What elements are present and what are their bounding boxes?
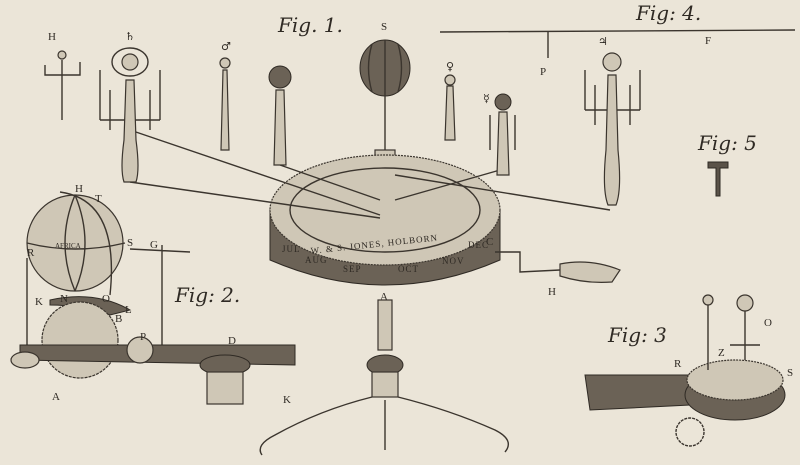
venus-symbol: ♀	[446, 60, 454, 73]
fig1-sun: S	[359, 21, 411, 160]
fig4-title: Fig: 4.	[635, 1, 701, 25]
fig2-label-p: P	[140, 331, 146, 343]
saturn-symbol: ♄	[125, 30, 135, 43]
fig2-label-h: H	[75, 183, 83, 195]
fig2-label-b: B	[115, 313, 122, 325]
sun-label: S	[381, 21, 387, 33]
fig1-jupiter: ♃	[584, 35, 641, 206]
fig2-label-s: S	[127, 237, 133, 249]
fig1-venus: ♀	[444, 60, 456, 141]
mercury-symbol: ☿	[483, 92, 490, 105]
month-oct: OCT	[398, 264, 419, 274]
month-jul: JUL	[282, 244, 301, 254]
fig3-title: Fig: 3	[607, 323, 667, 347]
fig2-label-g: G	[150, 239, 158, 251]
fig3-label-s: S	[787, 367, 793, 379]
fig4-label-p: P	[540, 66, 546, 78]
label-h-left: H	[48, 31, 56, 43]
fig3-label-z: Z	[718, 347, 725, 359]
fig1-pedestal	[259, 299, 509, 456]
fig2-label-k2: K	[283, 394, 291, 406]
month-dec: DEC	[468, 240, 489, 250]
fig3: Fig: 3 R Z O S	[584, 294, 793, 447]
fig1-saturn: ♄	[99, 30, 161, 183]
fig2-label-a: A	[52, 391, 60, 403]
fig4: Fig: 4. P F	[439, 1, 796, 78]
label-a: A	[380, 291, 388, 303]
globe-africa: AFRICA	[55, 242, 81, 250]
fig2-label-t: T	[95, 193, 102, 205]
month-sep: SEP	[343, 264, 362, 274]
mars-symbol: ♂	[221, 40, 231, 53]
fig2-label-r: R	[27, 247, 35, 259]
fig2-label-k: K	[35, 296, 43, 308]
jupiter-symbol: ♃	[598, 35, 608, 48]
month-nov: NOV	[442, 256, 465, 266]
fig2-title: Fig: 2.	[174, 283, 240, 307]
fig2: Fig: 2. AFRICA H T S G R K N O L B P D A…	[10, 183, 296, 406]
fig1-title: Fig. 1.	[277, 13, 343, 37]
fig5: Fig: 5	[697, 131, 757, 197]
fig1-mercury: ☿	[483, 92, 516, 176]
fig1-small-planet-left: H	[44, 31, 81, 120]
fig1-earth	[268, 65, 292, 166]
fig2-label-o: O	[102, 293, 110, 305]
fig2-label-n: N	[60, 293, 68, 305]
month-aug: AUG	[305, 255, 328, 265]
fig1-arms	[129, 129, 611, 219]
label-c: C	[486, 236, 493, 248]
label-h: H	[548, 286, 556, 298]
fig2-label-d: D	[228, 335, 236, 347]
fig1-mars: ♂	[219, 40, 231, 151]
fig1-crank: H	[495, 251, 621, 298]
fig3-label-r: R	[674, 358, 682, 370]
fig4-label-f: F	[705, 35, 711, 47]
fig3-label-o: O	[764, 317, 772, 329]
fig1-dial-base: W. & S. JONES, HOLBORN JUL AUG SEP OCT N…	[269, 154, 501, 303]
fig2-label-l: L	[125, 304, 132, 316]
fig5-title: Fig: 5	[697, 131, 757, 155]
